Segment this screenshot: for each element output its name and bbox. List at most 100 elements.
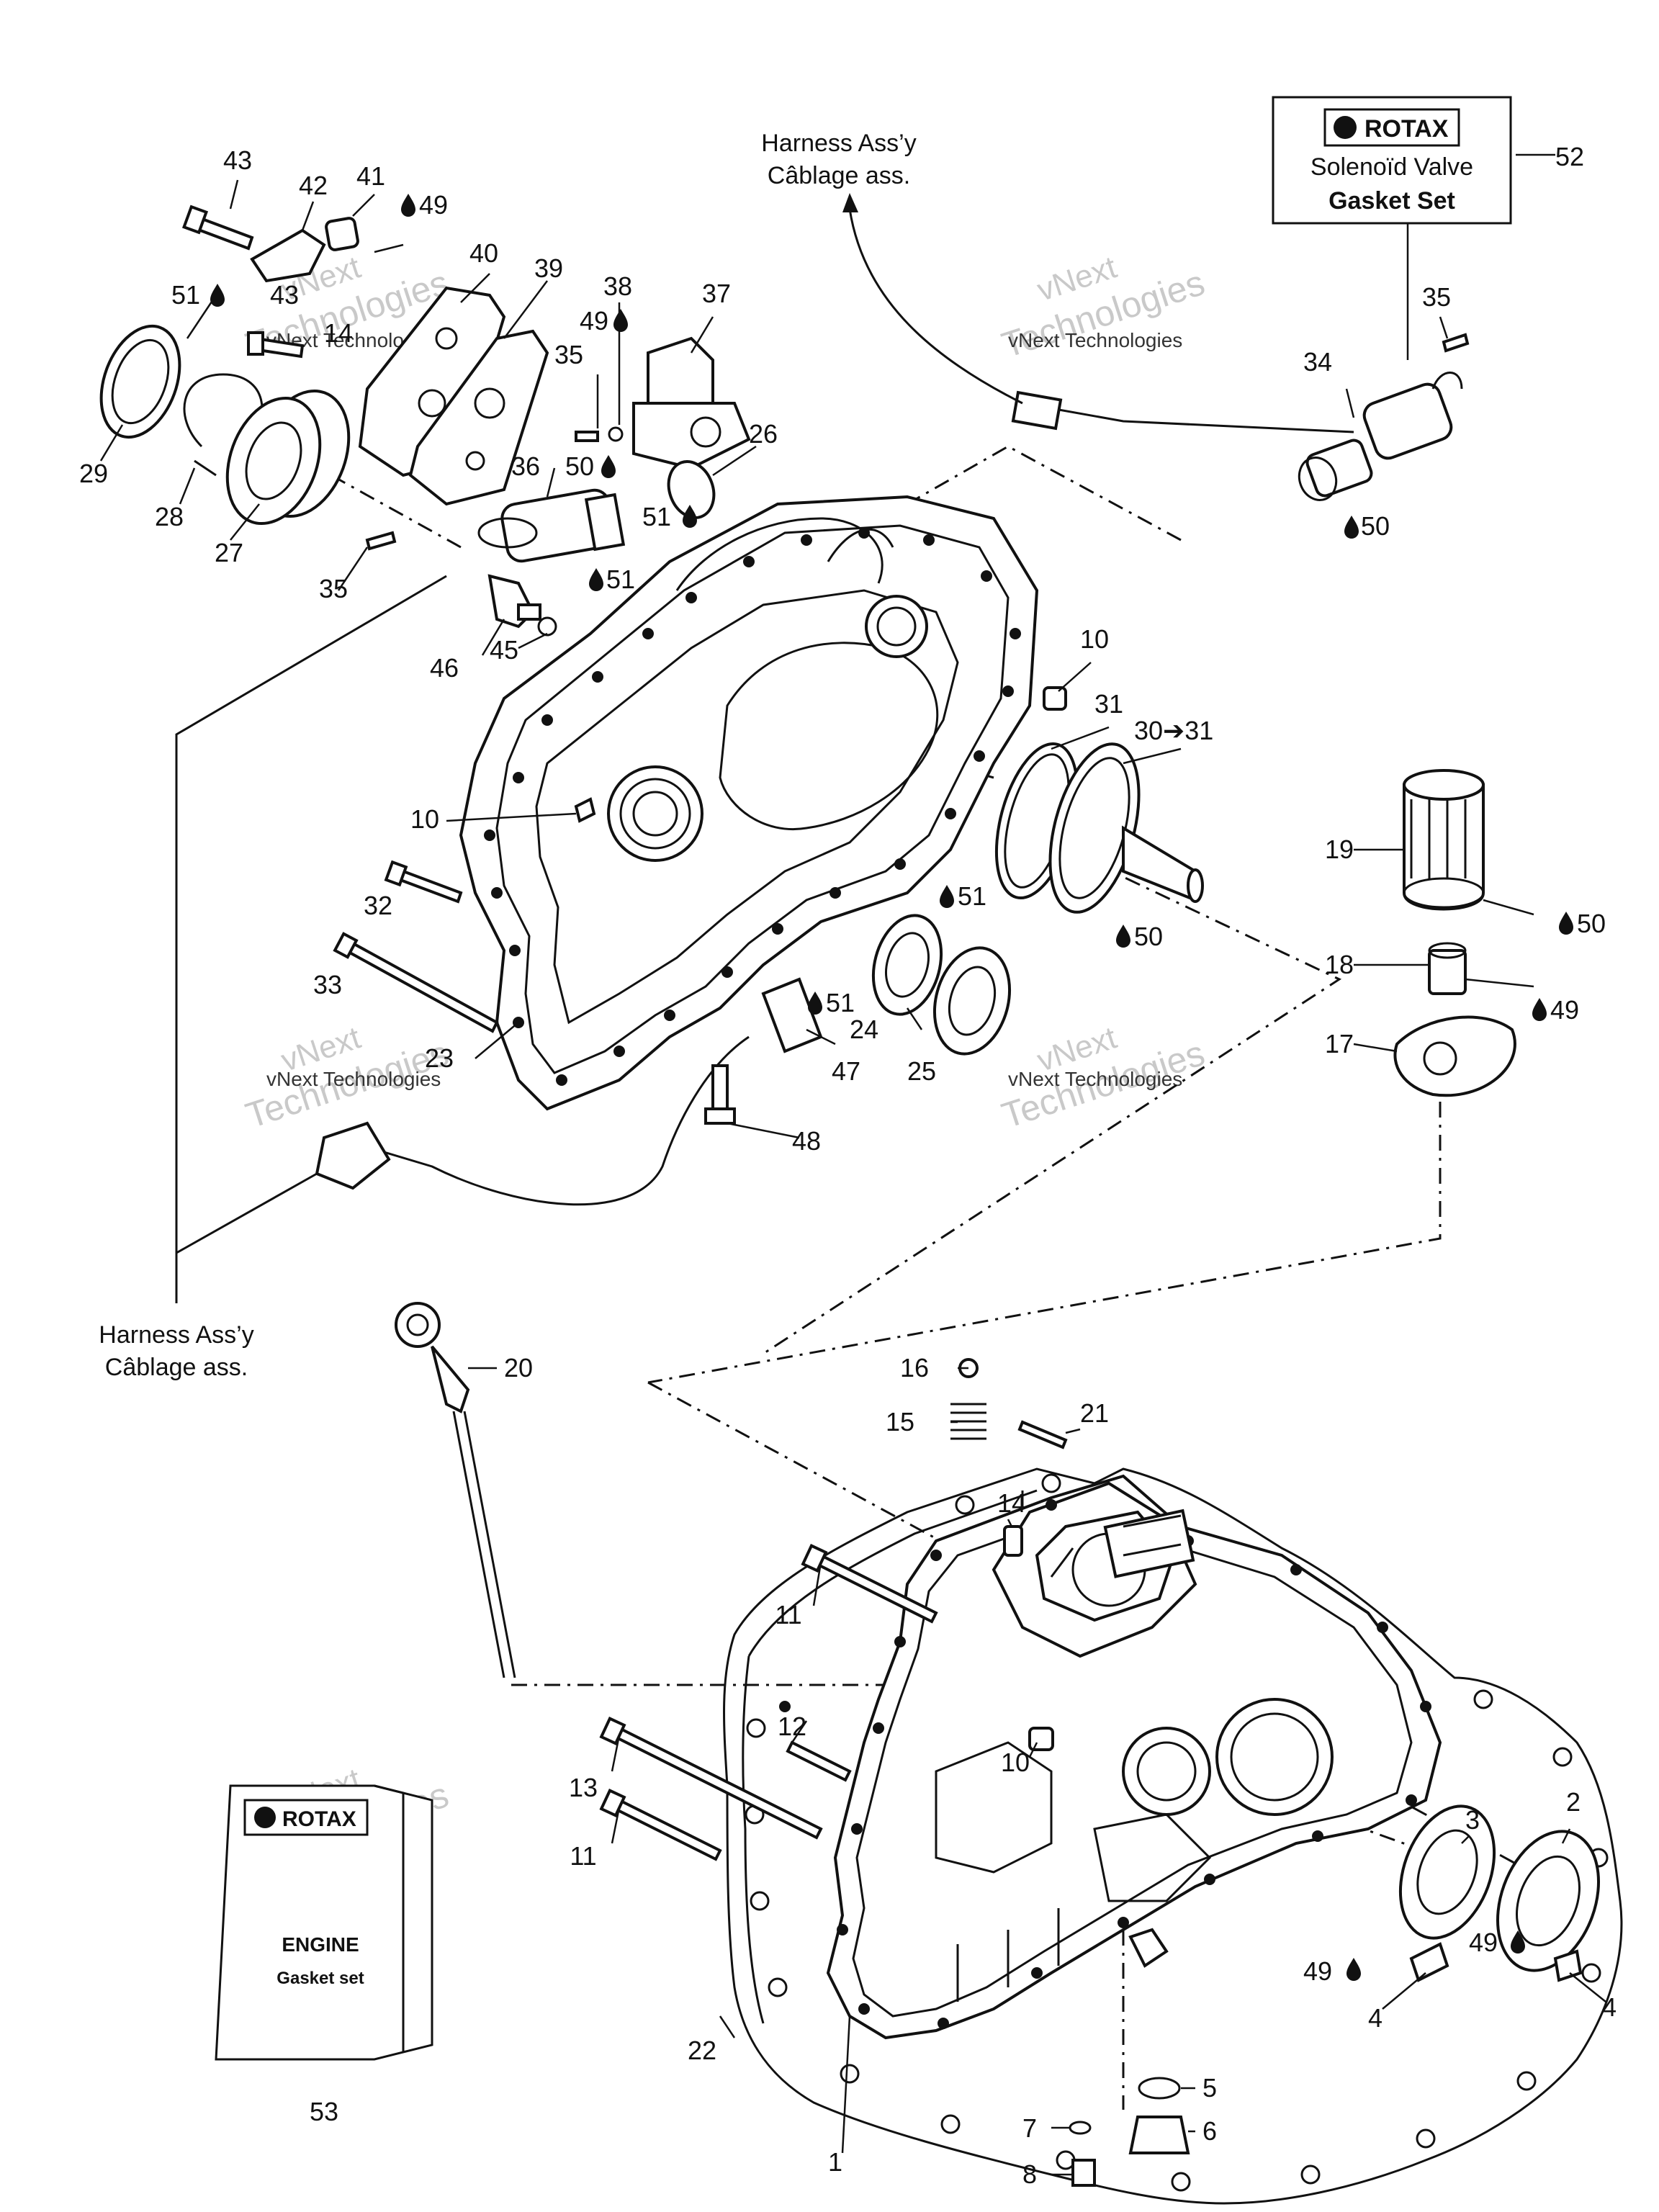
callout-50-solenoid: 50 [1361, 511, 1390, 541]
callout-46: 46 [430, 653, 459, 683]
booklet-title: ENGINE [282, 1933, 359, 1956]
callout-32: 32 [364, 891, 392, 920]
callout-49-plug-right: 49 [1469, 1928, 1498, 1957]
callout-35-upper: 35 [554, 340, 583, 369]
rotax-gear-icon [254, 1807, 276, 1828]
callout-13: 13 [569, 1773, 598, 1802]
callout-39: 39 [534, 253, 563, 283]
callout-43-lower: 43 [270, 280, 299, 310]
callout-51-seal: 51 [958, 881, 986, 911]
solenoid-valve-gasket-set-box: ROTAX Solenoïd Valve Gasket Set [1272, 96, 1512, 225]
booklet-rotax-logo: ROTAX [282, 1807, 356, 1831]
harness-top-label: Harness Ass’y Câblage ass. [761, 130, 916, 189]
callout-43: 43 [223, 145, 252, 175]
harness-top-line1: Harness Ass’y [761, 130, 916, 157]
callout-10-lower: 10 [1001, 1748, 1030, 1777]
callout-16: 16 [900, 1353, 929, 1382]
callout-4-left: 4 [1368, 2003, 1382, 2033]
callout-15: 15 [886, 1407, 914, 1437]
callout-49-sensor: 49 [580, 306, 608, 336]
callout-11-lower: 11 [570, 1841, 596, 1871]
rotax-logo: ROTAX [1364, 115, 1449, 143]
oil-drop-icon [808, 992, 822, 1015]
oil-drop-icon [1344, 516, 1359, 539]
callout-18: 18 [1325, 950, 1354, 979]
solenoid-box-line2: Gasket Set [1328, 187, 1455, 215]
callout-40: 40 [469, 238, 498, 268]
part-number-labels: 43 42 41 49 40 39 38 37 51 43 14 49 35 2… [79, 142, 1617, 2189]
callout-21: 21 [1080, 1398, 1109, 1428]
solenoid-box-line1: Solenoïd Valve [1310, 153, 1473, 181]
upper-crankcase-cover [459, 495, 1039, 1111]
callout-14-upper: 14 [324, 318, 353, 348]
callout-51-sensor: 51 [606, 565, 635, 594]
callout-4-right: 4 [1602, 1992, 1617, 2022]
oil-drop-icon [601, 455, 616, 478]
callout-23: 23 [425, 1043, 454, 1073]
rotax-gear-icon [1334, 116, 1357, 139]
callout-48: 48 [792, 1126, 821, 1156]
callout-33: 33 [313, 970, 342, 999]
oil-drop-icon [1116, 925, 1130, 948]
callout-29: 29 [79, 459, 108, 488]
callout-20: 20 [504, 1353, 533, 1382]
harness-top-line2: Câblage ass. [768, 162, 910, 189]
harness-left-line1: Harness Ass’y [99, 1321, 253, 1349]
callout-51: 51 [171, 280, 200, 310]
callout-50-filter: 50 [1577, 909, 1606, 938]
watermark-text: vNext Technologies [266, 1068, 441, 1090]
callout-45: 45 [490, 635, 518, 665]
callout-2: 2 [1566, 1787, 1581, 1817]
callout-10-left: 10 [410, 804, 439, 834]
callout-53: 53 [310, 2097, 338, 2126]
engine-gasket-set-booklet: ROTAX ENGINE Gasket set [215, 1784, 433, 2061]
callout-35-right: 35 [1422, 282, 1451, 312]
callout-1: 1 [828, 2147, 842, 2177]
callout-51-ring: 51 [642, 502, 671, 531]
harness-left-label: Harness Ass’y Câblage ass. [99, 1321, 253, 1381]
oil-drop-icon [210, 284, 225, 307]
right-side-parts [315, 333, 1601, 2187]
oil-drop-icon [1532, 998, 1547, 1021]
leader-lines [99, 153, 1606, 2176]
callout-3: 3 [1465, 1805, 1480, 1835]
callout-19: 19 [1325, 835, 1354, 864]
callout-52: 52 [1555, 142, 1584, 171]
harness-left-line2: Câblage ass. [105, 1354, 248, 1381]
callout-41: 41 [356, 161, 385, 191]
watermark-text: vNext Technologies [1008, 1068, 1182, 1090]
callout-49: 49 [419, 190, 448, 220]
callout-34: 34 [1303, 347, 1332, 377]
callout-42: 42 [299, 171, 328, 200]
callout-8: 8 [1022, 2159, 1037, 2189]
callout-14-lower: 14 [997, 1488, 1026, 1518]
callout-27: 27 [215, 538, 243, 567]
callout-26: 26 [749, 419, 778, 449]
callout-38: 38 [603, 271, 632, 301]
callout-30: 30➔31 [1134, 716, 1213, 745]
callout-28: 28 [155, 502, 184, 531]
watermark-text: vNext Technologies [1008, 329, 1182, 351]
callout-50-shaft: 50 [1134, 922, 1163, 951]
callout-49-plug-left: 49 [1303, 1956, 1332, 1986]
oil-drop-icon [940, 885, 954, 908]
callout-12: 12 [778, 1712, 806, 1741]
callout-47: 47 [832, 1056, 860, 1086]
upper-left-parts [99, 204, 751, 637]
callout-5: 5 [1202, 2073, 1217, 2103]
callout-6: 6 [1202, 2116, 1217, 2146]
callout-36: 36 [511, 451, 540, 481]
oil-drop-icon [589, 568, 603, 591]
oil-drop-icon [401, 194, 415, 217]
lower-crankcase [826, 1474, 1442, 2040]
callout-37: 37 [702, 279, 731, 308]
callout-24: 24 [850, 1015, 878, 1044]
crankcase-gasket [723, 1467, 1623, 2205]
callout-51-47: 51 [826, 988, 855, 1017]
callout-25: 25 [907, 1056, 936, 1086]
callout-50-upper: 50 [565, 451, 594, 481]
callout-11-upper: 11 [775, 1600, 801, 1629]
callout-10-upper: 10 [1080, 624, 1109, 654]
oil-drop-icon [613, 309, 628, 332]
